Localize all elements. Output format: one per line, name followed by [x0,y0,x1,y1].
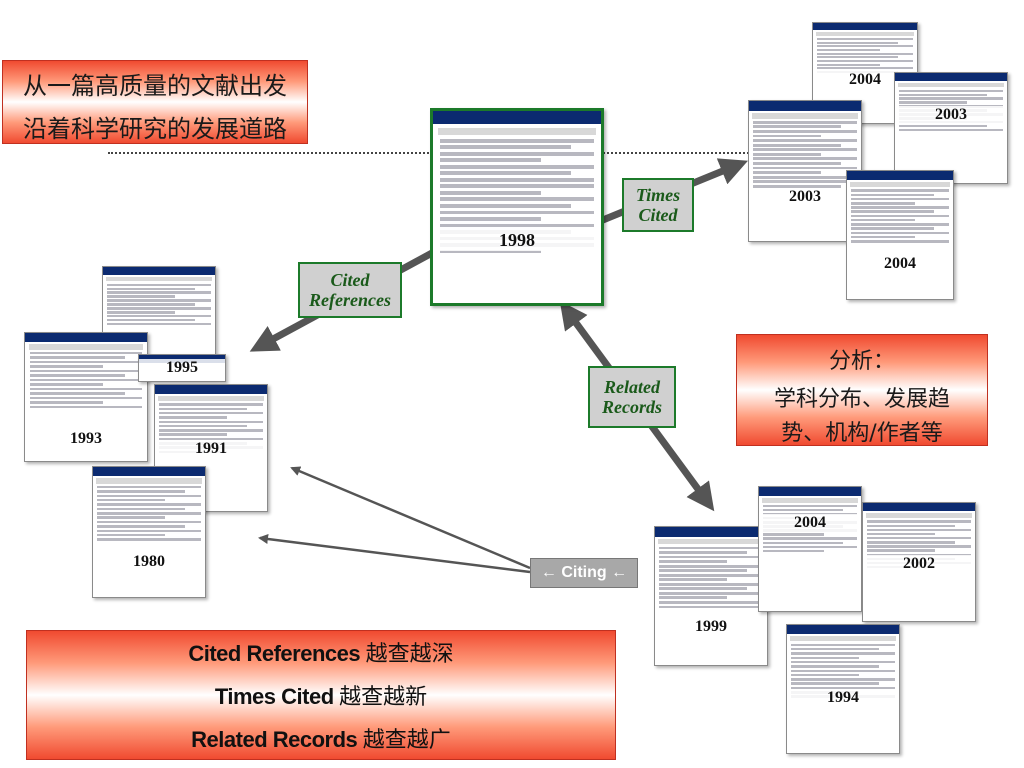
cited-references-label[interactable]: Cited References [298,262,402,318]
record-year: 2002 [863,554,975,573]
related-record[interactable]: 1999 [654,526,768,666]
cited-references-line-2: References [309,290,391,310]
summary-en: Times Cited [214,684,334,709]
main-record[interactable]: 1998 [430,108,604,306]
times-cited-record[interactable]: 2004 [846,170,954,300]
cited-reference-record[interactable]: 1993 [24,332,148,462]
summary-zh: 越查越新 [339,685,428,710]
record-year: 2003 [895,106,1007,124]
summary-zh: 越查越深 [365,642,454,667]
summary-row: Cited References 越查越深 [27,637,615,672]
times-cited-line-2: Cited [638,205,678,225]
record-year: 2004 [813,71,917,89]
summary-row: Related Records 越查越广 [27,723,615,758]
related-record[interactable]: 2004 [758,486,862,612]
summary-en: Cited References [188,641,361,666]
summary-zh: 越查越广 [362,728,451,753]
cited-reference-record[interactable]: 1980 [92,466,206,598]
record-year: 1980 [93,552,205,571]
record-year: 1995 [139,359,225,377]
record-year: 1991 [155,440,267,459]
citing-label[interactable]: ← Citing ← [530,558,638,588]
record-year: 2003 [749,187,861,206]
related-record[interactable]: 2002 [862,502,976,622]
record-year: 1998 [433,230,601,252]
times-cited-record[interactable]: 2003 [748,100,862,242]
analysis-box: 分析： 学科分布、发展趋 势、机构/作者等 [736,334,988,446]
record-year: 1993 [25,430,147,449]
related-record[interactable]: 1994 [786,624,900,754]
cited-reference-record[interactable]: 1995 [138,354,226,382]
times-cited-line-1: Times [635,185,681,205]
analysis-line-1: 分析： [828,349,895,374]
related-records-line-2: Records [602,397,662,417]
intro-line-2: 沿着科学研究的发展道路 [23,115,287,143]
analysis-line-2: 学科分布、发展趋 [773,387,950,412]
citing-arrow-2 [258,534,531,574]
related-records-label[interactable]: Related Records [588,366,676,428]
intro-box: 从一篇高质量的文献出发 沿着科学研究的发展道路 [2,60,308,144]
record-year: 2004 [759,514,861,533]
citing-arrow-1 [290,466,531,570]
times-cited-label[interactable]: Times Cited [622,178,694,232]
cited-references-line-1: Cited [330,270,370,290]
related-records-line-1: Related [604,377,660,397]
record-year: 1999 [655,618,767,637]
intro-line-1: 从一篇高质量的文献出发 [23,72,287,100]
summary-row: Times Cited 越查越新 [27,680,615,715]
summary-box: Cited References 越查越深 Times Cited 越查越新 R… [26,630,616,760]
times-cited-record[interactable]: 2003 [894,72,1008,184]
summary-en: Related Records [191,727,358,752]
record-year: 2004 [847,255,953,274]
record-year: 1994 [787,689,899,707]
analysis-line-3: 势、机构/作者等 [781,421,943,446]
